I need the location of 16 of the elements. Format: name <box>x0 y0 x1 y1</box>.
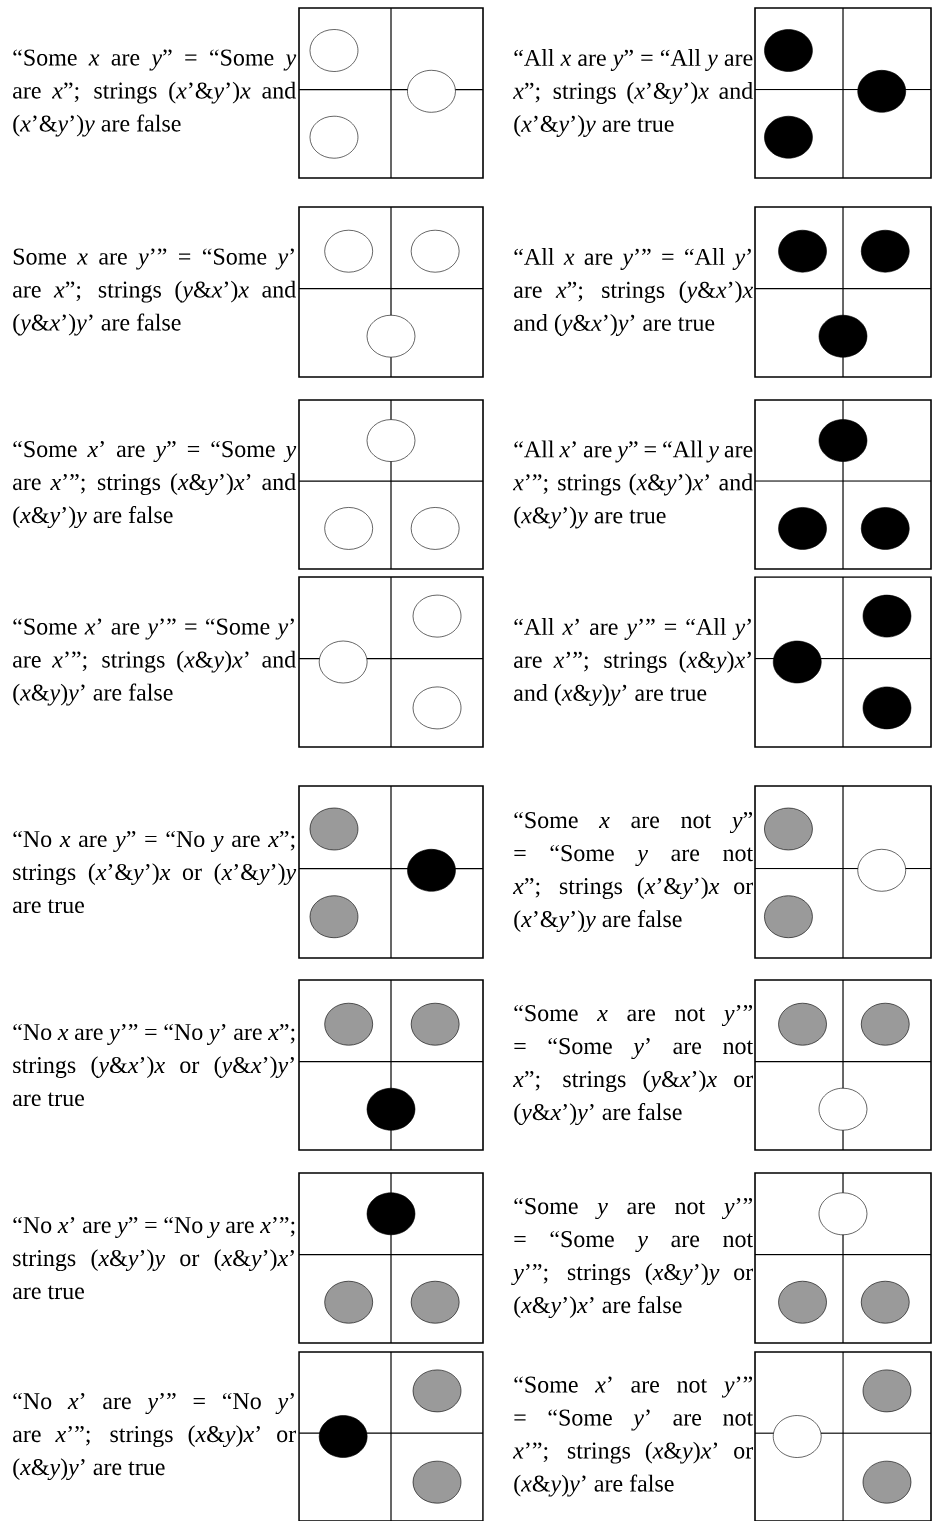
statement-text: “No x are y’” = “No y’ are x”; strings (y&x’)x or (y&x’)y’ are true <box>13 1023 295 1107</box>
statement-text: “Some x are not y’” = “Some y’ are not x”; strings (y&x’)x or (y&x’)y’ are false <box>512 1004 754 1126</box>
statement-text: “All x are y’” = “All y’ are x”; strings (y&x’)x and (y&x’)y’ are true <box>514 248 754 336</box>
statement-text: “Some x are y” = “Some y are x”; strings (x’&y’)x and (x’&y’)y are false <box>13 49 297 137</box>
statement-text: “Some x’ are not y’” = “Some y’ are not x’”; strings (x&y)x’ or (x&y)y’ are false <box>512 1376 754 1497</box>
statement-text: “No x are y” = “No y are x”; strings (x’&y’)x or (x’&y’)y are true <box>13 830 297 914</box>
statement-text: “No x’ are y’” = “No y’ are x’”; strings (x&y)x’ or (x&y)y’ are true <box>13 1392 296 1481</box>
statement-text: “No x’ are y” = “No y are x’”; strings (x&y’)y or (x&y’)x’ are true <box>13 1216 295 1300</box>
statement-text: “Some x are not y” = “Some y are not x”; strings (x’&y’)x or (x’&y’)y are false <box>512 811 754 933</box>
statement-text: “All x are y” = “All y are x”; strings (x’&y’)x and (x’&y’)y are true <box>512 49 753 137</box>
statement-text: “Some x’ are y” = “Some y are x’”; strings (x&y’)x’ and (x&y’)y are false <box>13 440 297 529</box>
statement-text: Some x are y’” = “Some y’ are x”; strings (y&x’)x and (y&x’)y’ are false <box>13 248 296 336</box>
statement-text: “All x’ arey” = “Ally are x’”; strings (x&y’)x’ and (x&y’)y are true <box>512 440 753 529</box>
statement-text: “All x’ are y’” = “All y’ are x’”; strings (x&y)x’ and (x&y)y’ are true <box>514 618 751 706</box>
statement-text: “Some y are not y’” = “Some y are not y’”; strings (x&y’)y or (x&y’)x’ are false <box>511 1197 754 1319</box>
statement-text: “Some x’ are y’” = “Some y’ are x’”; strings (x&y)x’ and (x&y)y’ are false <box>13 618 296 706</box>
